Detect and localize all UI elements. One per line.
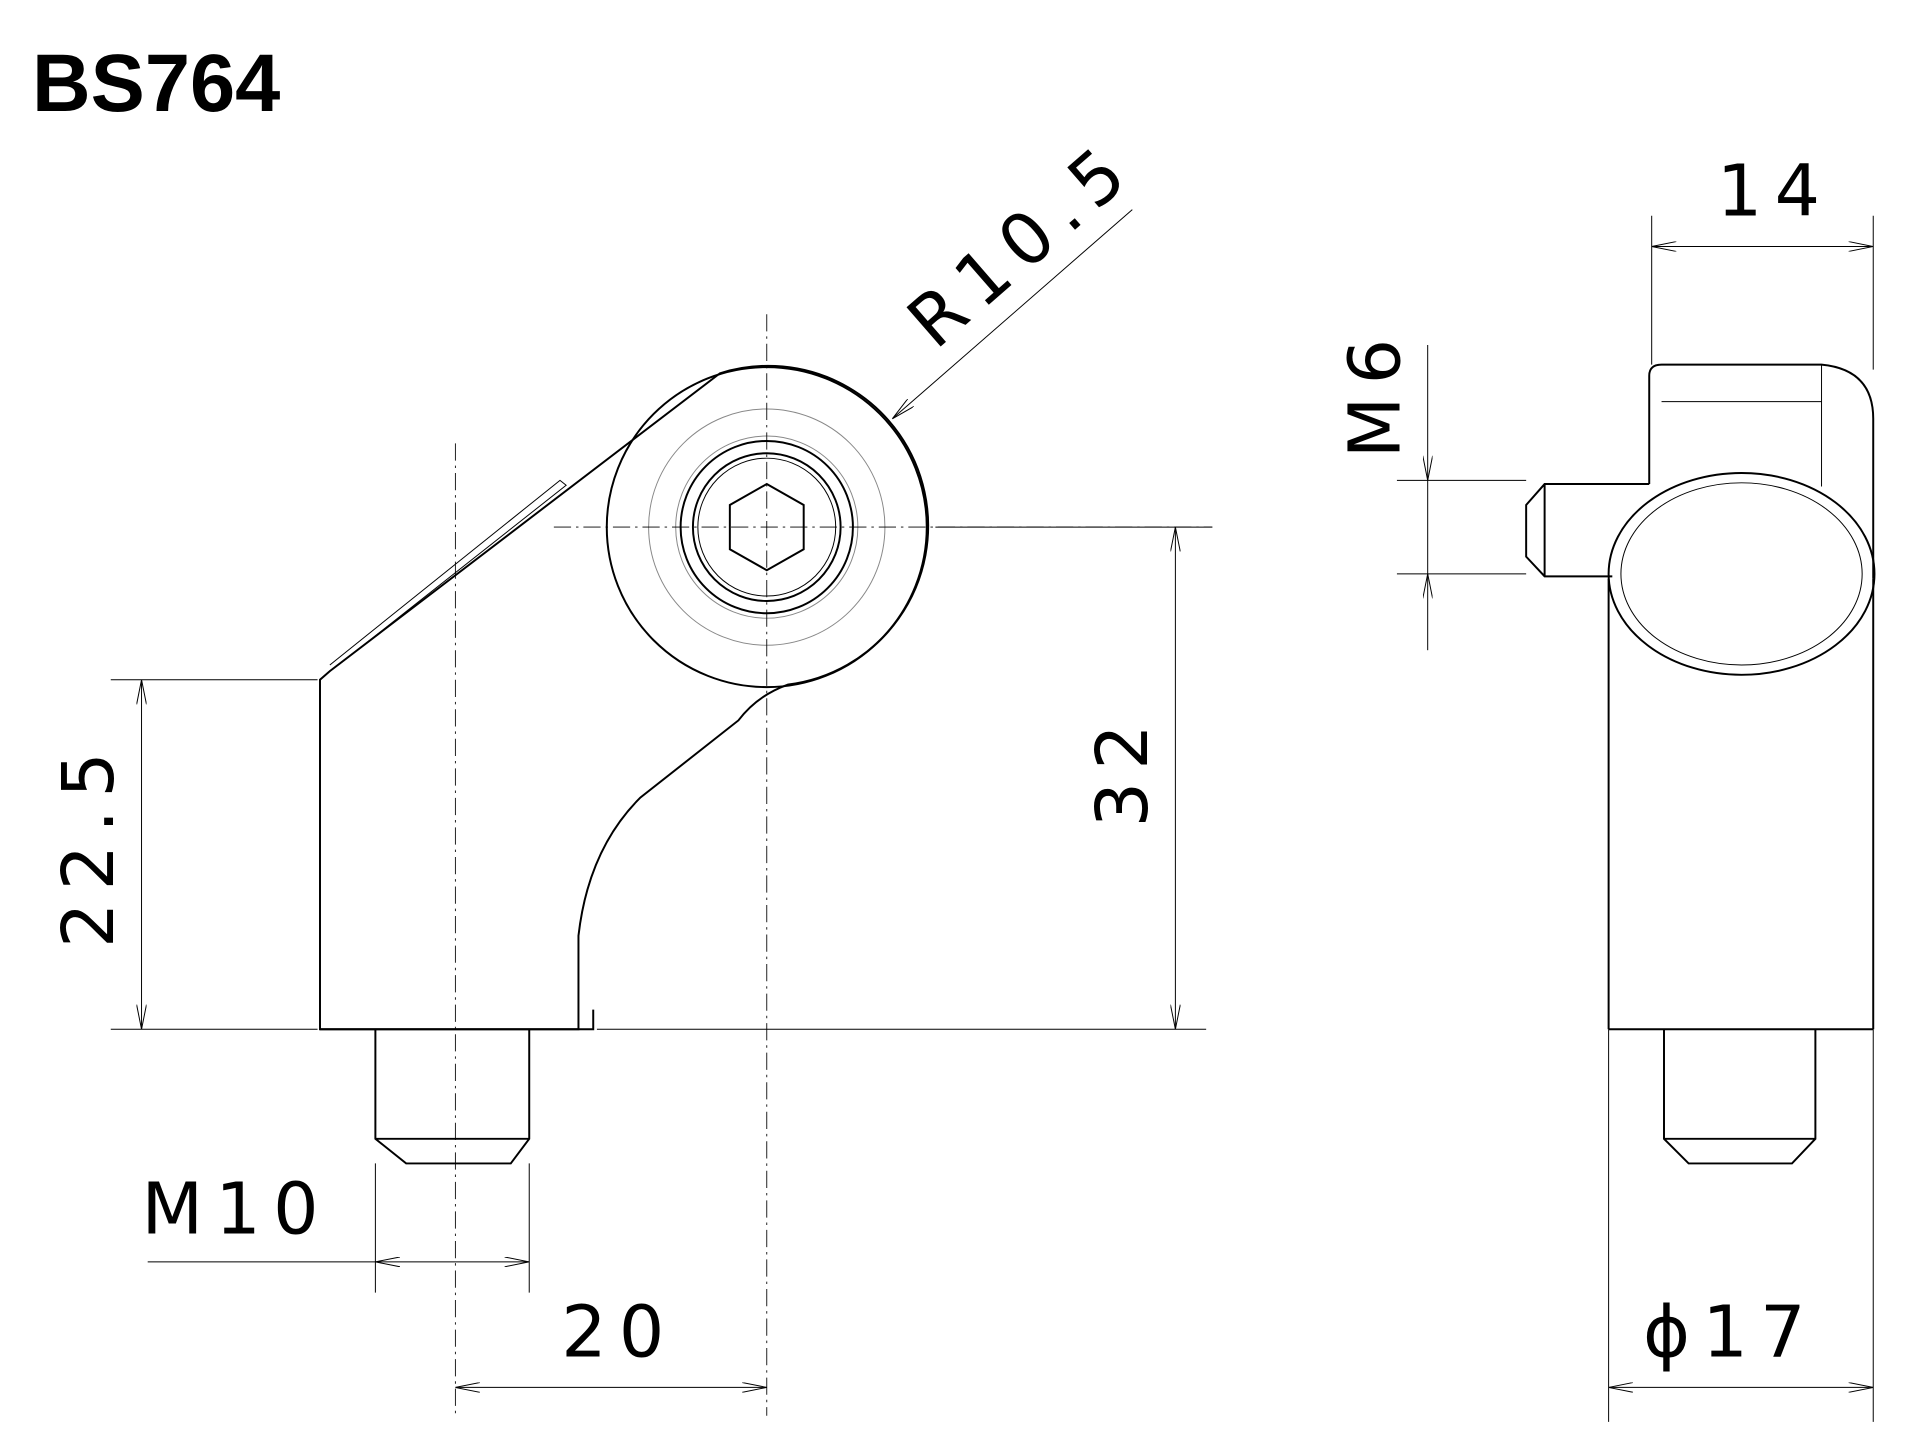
front-view: 22.5 32 R10.5 M10 20 [47, 124, 1213, 1416]
dim-14: 14 [1717, 150, 1832, 233]
side-body [1607, 578, 1875, 1031]
dim-m10: M10 [142, 1168, 331, 1251]
dim-32: 32 [1081, 712, 1164, 827]
hex-socket-icon [728, 482, 805, 572]
dim-phi17: ϕ17 [1643, 1291, 1818, 1374]
dim-20: 20 [561, 1291, 676, 1374]
dim-r10-5: R10.5 [892, 124, 1150, 364]
part-number-title: BS764 [32, 38, 280, 129]
m6-pin [1525, 483, 1650, 578]
dim-m6: M6 [1333, 327, 1416, 459]
m10-stud [374, 1029, 531, 1165]
side-boss [1607, 471, 1876, 676]
dim-22-5: 22.5 [47, 740, 130, 948]
side-stud [1663, 1029, 1817, 1165]
body-outline [319, 364, 930, 1031]
side-view: 14 M6 ϕ17 [1333, 150, 1876, 1422]
